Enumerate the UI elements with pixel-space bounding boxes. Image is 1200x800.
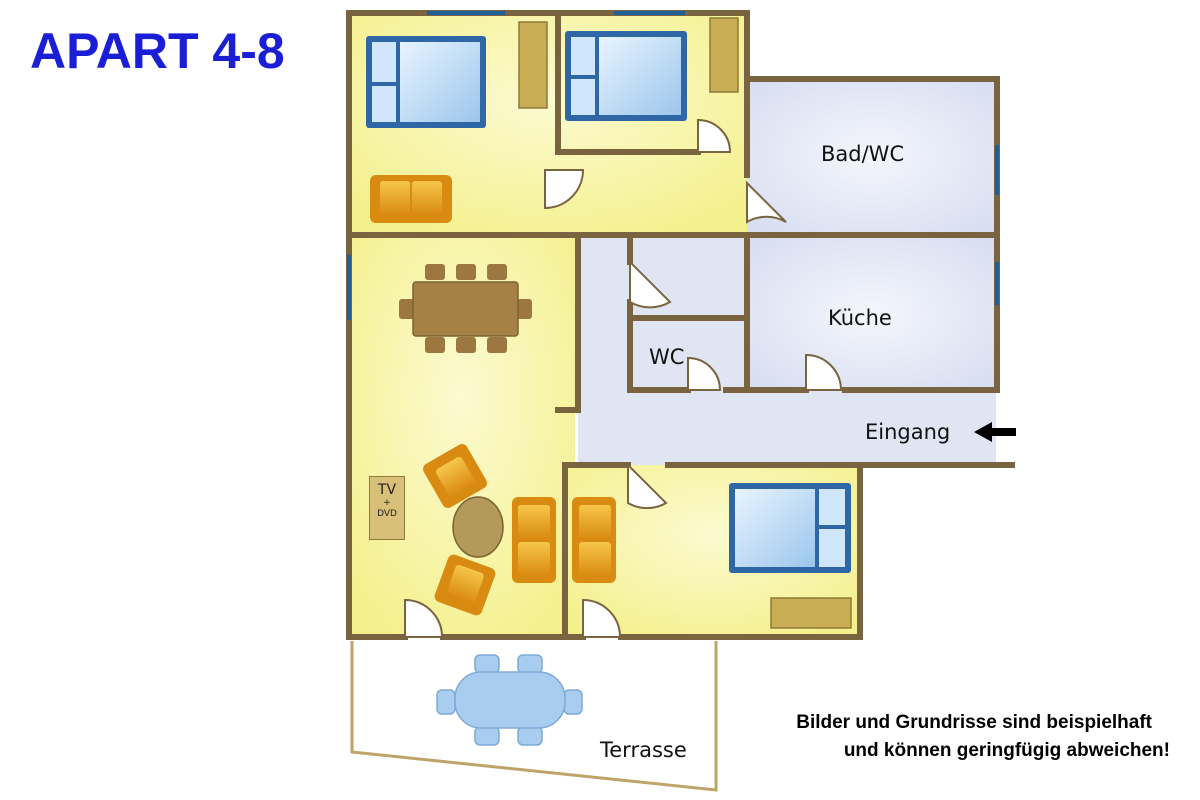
bathroom-label: Bad/WC <box>821 142 905 166</box>
door-swing <box>627 462 668 510</box>
wc-label: WC <box>649 345 685 369</box>
disclaimer-line-2: und können geringfügig abweichen! <box>843 740 1170 761</box>
windows <box>347 11 999 320</box>
terrace-table <box>436 654 583 746</box>
wardrobe <box>518 21 548 109</box>
terrace-outline <box>350 641 718 792</box>
door-swing <box>629 259 672 309</box>
door-swing <box>805 353 843 391</box>
walls <box>346 10 1015 640</box>
entrance-label: Eingang <box>865 420 951 444</box>
entrance-floor <box>578 390 996 465</box>
bed <box>366 36 486 128</box>
armchair <box>434 554 496 616</box>
tv-label: TV <box>377 482 397 498</box>
dvd-label: DVD <box>377 509 397 519</box>
coffee-table <box>452 496 504 558</box>
sofa <box>512 497 556 583</box>
door-swing <box>697 118 732 153</box>
dining-table <box>399 264 532 353</box>
door-swing <box>746 180 787 224</box>
wardrobe <box>770 597 852 629</box>
armchair <box>423 444 487 508</box>
wardrobe <box>709 17 739 93</box>
wardrobes <box>518 17 852 629</box>
door-swing <box>404 598 444 638</box>
terrace-label: Terrasse <box>600 738 687 762</box>
disclaimer-line-1: Bilder und Grundrisse sind beispielhaft <box>796 712 1152 733</box>
kitchen-label: Küche <box>828 306 892 330</box>
page-title: APART 4-8 <box>30 23 285 79</box>
door-swing <box>687 356 722 391</box>
door-swing <box>582 598 622 638</box>
sofa <box>572 497 616 583</box>
arrow-left-icon <box>974 422 1016 442</box>
tv-plus-label: + <box>383 498 391 508</box>
kitchen-floor <box>747 237 997 390</box>
bed <box>565 31 687 121</box>
sofa <box>370 175 452 223</box>
bed <box>729 483 851 573</box>
door-swing <box>544 169 585 210</box>
tv-dvd-unit: TV + DVD <box>369 476 405 540</box>
door-swings <box>404 118 843 638</box>
bathroom-floor <box>747 79 997 233</box>
